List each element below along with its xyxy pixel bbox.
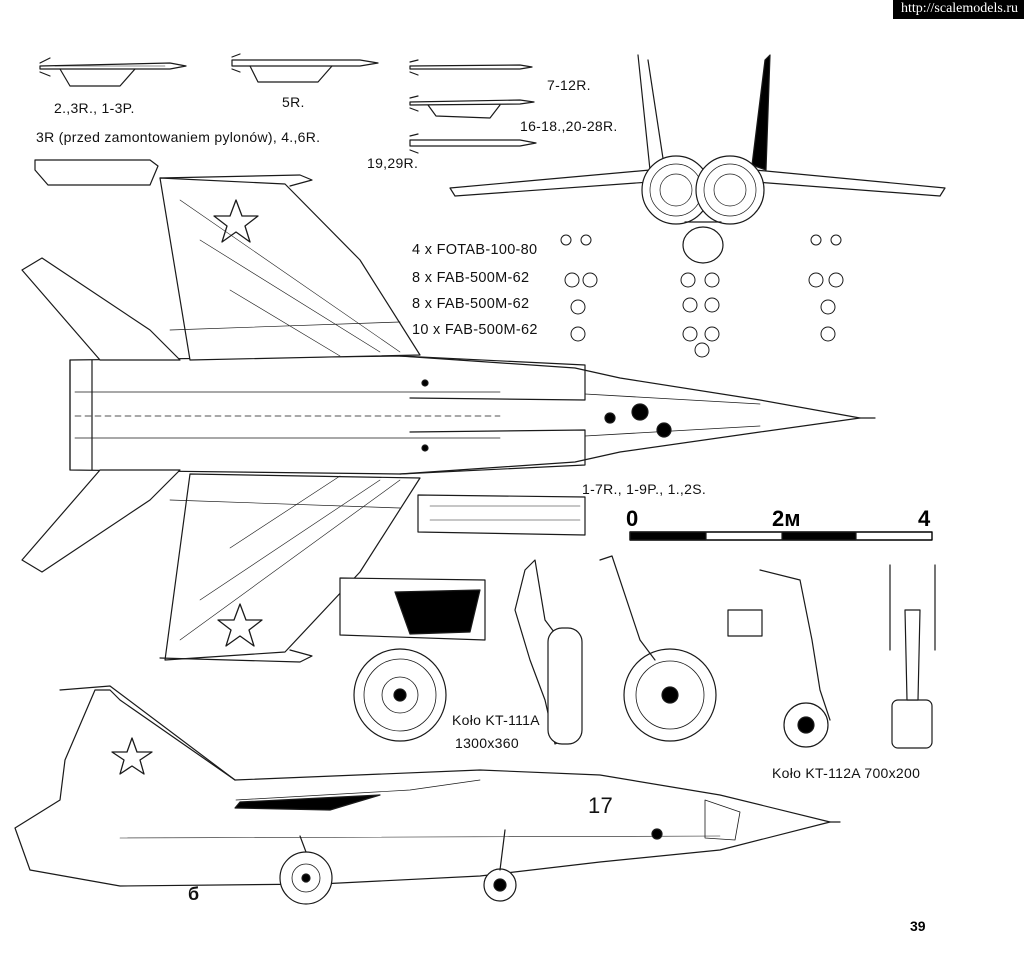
underside-label: 1-7R., 1-9P., 1.,2S. <box>582 481 707 497</box>
missile-small-set <box>409 59 537 154</box>
fuel-tank-inset <box>417 494 586 536</box>
bomb-load-3: 8 x FAB-500M-62 <box>412 296 530 312</box>
tail-mark: б <box>188 884 200 904</box>
airframe-top-view <box>21 174 861 663</box>
airframe-side-view <box>14 685 831 905</box>
missile-r40-side <box>39 57 187 87</box>
bomb-load-2: 8 x FAB-500M-62 <box>412 270 530 286</box>
scale-tick-2: 2м <box>772 506 801 531</box>
nose-wheel-front <box>599 555 717 742</box>
pylon-without-missile <box>34 159 159 186</box>
page-number: 39 <box>910 918 926 934</box>
nose-wheel-label: Koło KT-112A 700x200 <box>772 765 921 781</box>
bomb-load-1: 4 x FOTAB-100-80 <box>412 242 538 258</box>
missile-label-2: 5R. <box>282 94 305 110</box>
bomb-load-4: 10 x FAB-500M-62 <box>412 322 538 338</box>
main-gear-leg <box>514 559 583 745</box>
missile-note: 3R (przed zamontowaniem pylonów), 4.,6R. <box>36 129 321 145</box>
watermark[interactable]: http://scalemodels.ru <box>892 0 1024 19</box>
bomb-symbols <box>560 234 844 358</box>
scale-tick-0: 0 <box>626 506 639 531</box>
missile-label-3: 7-12R. <box>547 77 591 93</box>
main-wheel <box>353 648 447 742</box>
main-wheel-size: 1300x360 <box>455 735 519 751</box>
missile-label-1: 2.,3R., 1-3P. <box>54 100 135 116</box>
scale-bar <box>629 531 933 541</box>
front-view <box>449 54 946 264</box>
missile-r40-pylon <box>231 53 379 83</box>
main-gear-bay <box>339 577 486 641</box>
bort-number: 17 <box>588 793 614 818</box>
nose-gear-side <box>727 569 831 748</box>
missile-label-5: 19,29R. <box>367 155 419 171</box>
nose-gear-front <box>889 564 936 749</box>
main-wheel-label: Koło KT-111A <box>452 712 540 728</box>
scale-tick-4: 4 <box>918 506 931 531</box>
missile-label-4: 16-18.,20-28R. <box>520 118 618 134</box>
